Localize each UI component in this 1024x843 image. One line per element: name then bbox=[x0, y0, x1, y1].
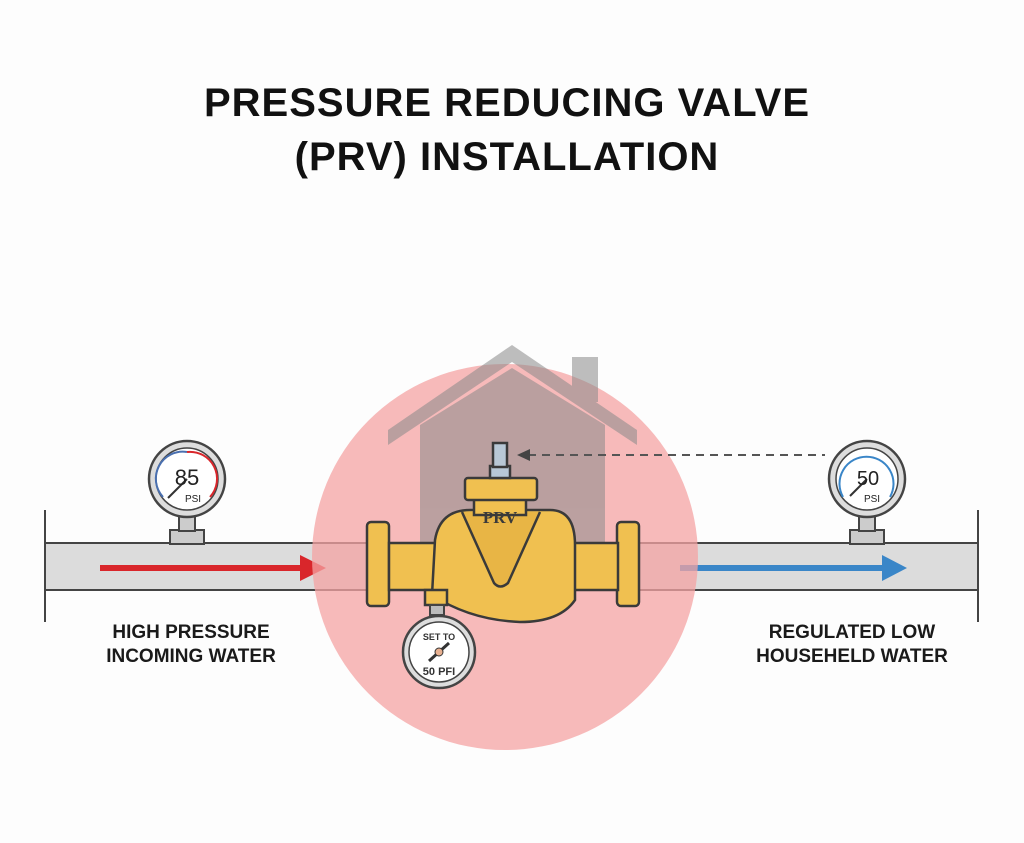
setpoint-value: 50 PFI bbox=[423, 666, 455, 678]
setpoint-label: SET TO bbox=[423, 632, 455, 642]
inlet-label-line-2: INCOMING WATER bbox=[106, 646, 276, 667]
inlet-gauge-value: 85 bbox=[175, 465, 199, 490]
inlet-pressure-gauge bbox=[147, 439, 227, 545]
inlet-label-line-1: HIGH PRESSURE bbox=[112, 622, 269, 643]
dashed-indicator-arrow bbox=[517, 449, 825, 461]
outlet-label-line-1: REGULATED LOW bbox=[769, 622, 935, 643]
outlet-gauge-value: 50 bbox=[857, 468, 879, 490]
outlet-pressure-gauge bbox=[827, 439, 907, 545]
title-line-2: (PRV) INSTALLATION bbox=[295, 135, 720, 179]
valve-label: PRV bbox=[483, 508, 518, 527]
inlet-gauge-unit: PSI bbox=[185, 494, 201, 505]
setpoint-gauge bbox=[401, 604, 477, 690]
outlet-label-line-2: HOUSEHELD WATER bbox=[756, 646, 948, 667]
prv-valve bbox=[365, 441, 641, 624]
outlet-gauge-unit: PSI bbox=[864, 494, 880, 505]
outlet-flow-arrow bbox=[680, 555, 907, 581]
title-line-1: PRESSURE REDUCING VALVE bbox=[204, 81, 810, 125]
